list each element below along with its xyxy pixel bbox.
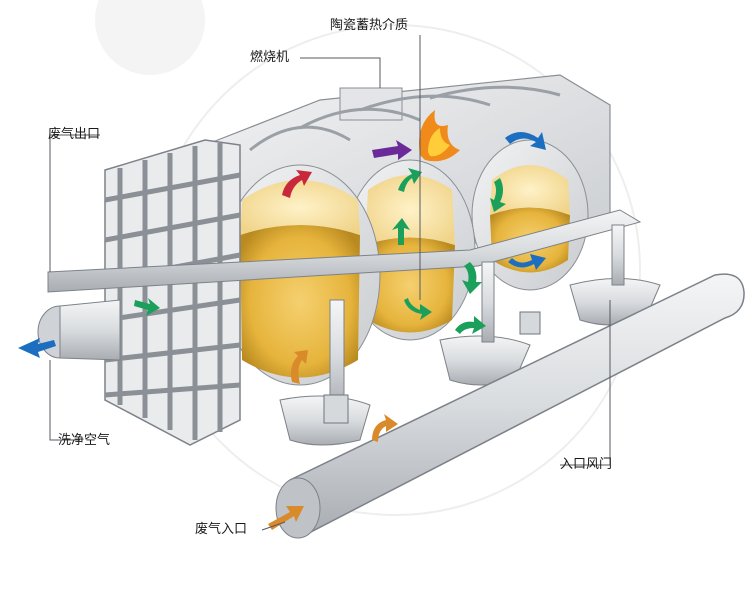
damper-2 (519, 311, 541, 335)
watermark-logo (95, 0, 205, 75)
housing-ribs (249, 85, 561, 152)
label-burner: 燃烧机 (250, 50, 290, 65)
connector-3 (611, 224, 625, 286)
label-purge-air: 洗净空气 (58, 433, 111, 448)
label-ceramic-media: 陶瓷蓄热介质 (330, 18, 409, 33)
hot-1 (240, 180, 360, 235)
label-exhaust-outlet: 废气出口 (48, 127, 101, 142)
outlet-duct (47, 209, 642, 293)
flame-icon (419, 110, 460, 162)
connector-2 (481, 261, 495, 343)
outlet-pipe (59, 299, 121, 361)
hopper-2 (439, 335, 531, 386)
burner-box (339, 87, 403, 121)
label-inlet-damper: 入口风门 (560, 457, 613, 472)
connector-1 (329, 299, 345, 411)
grid-frame (104, 139, 241, 446)
label-exhaust-inlet: 废气入口 (195, 522, 248, 537)
damper-1 (323, 394, 349, 424)
hot-2 (365, 175, 455, 245)
hot-3 (490, 165, 570, 215)
inlet-pipe (289, 273, 745, 537)
leader-lines (49, 35, 611, 531)
flow-arrow-icon (18, 132, 546, 530)
